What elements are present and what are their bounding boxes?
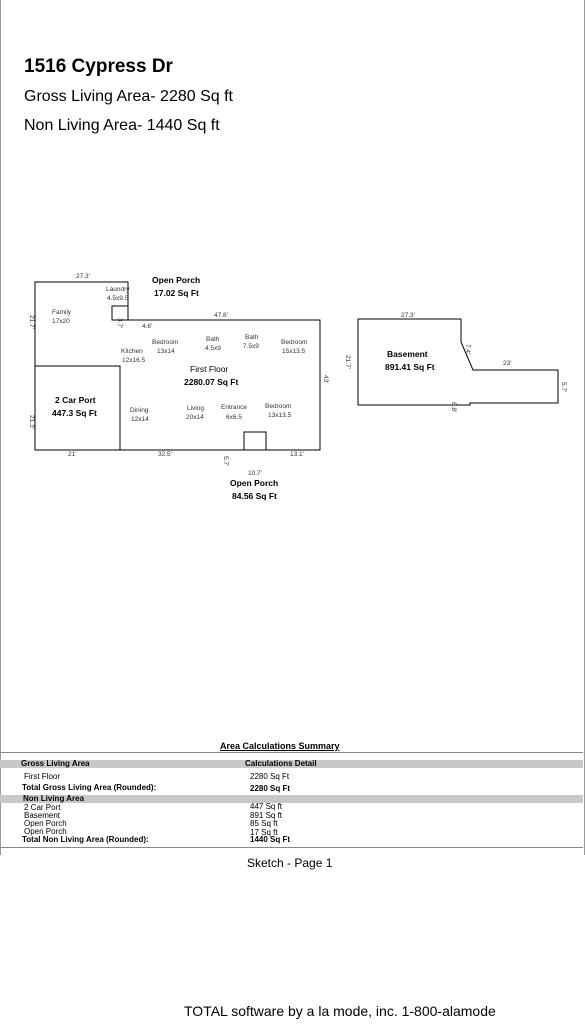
dim-bottom-carport: 21' [68, 451, 76, 458]
room-kitchen-size: 12x16.5 [122, 357, 146, 364]
dim-basement-right-top: 23' [503, 360, 511, 367]
first-floor-sum-value: 2280 Sq Ft [250, 772, 290, 781]
room-bath1-name: Bath [206, 336, 220, 343]
dim-basement-right: 5.7' [560, 382, 567, 392]
first-floor-label: First Floor [24, 772, 60, 781]
dim-basement-diag: 7.4' [464, 344, 471, 354]
car-port-value: 447.3 Sq Ft [52, 408, 97, 418]
room-bedroom3-size: 13x13.5 [268, 412, 292, 419]
room-family-size: 17x20 [52, 318, 70, 325]
non-living-area-heading: Non Living Area- 1440 Sq ft [24, 117, 220, 134]
room-bedroom3-name: Bedroom [265, 403, 291, 410]
room-entrance-name: Entrance [221, 404, 247, 411]
bottom-porch-outline [243, 431, 267, 451]
nla-row-label: Open Porch [24, 827, 67, 836]
dim-laundry-side: 3.7' [116, 318, 123, 328]
dim-basement-notch: 6.8' [450, 402, 457, 412]
open-porch-top-name: Open Porch [152, 275, 200, 285]
dim-basement-left: 21.7' [344, 355, 351, 369]
room-bath1-size: 4.5x9 [205, 345, 221, 352]
total-nla-value: 1440 Sq Ft [250, 835, 291, 844]
first-floor-name: First Floor [190, 364, 228, 374]
dim-bottom-right: 13.1' [290, 451, 304, 458]
floor-plan-sketch: 27.3' 3.7' 4.6' 47.8' 21.7' 21.3' 21' 32… [28, 273, 567, 501]
dim-bottom-mid: 32.5' [158, 451, 172, 458]
software-footer: TOTAL software by a la mode, inc. 1-800-… [184, 1003, 496, 1019]
calc-header: Calculations Detail [245, 759, 317, 768]
nla-row-value: 891 Sq ft [250, 811, 283, 820]
total-gla-label: Total Gross Living Area (Rounded): [22, 783, 157, 792]
basement-value: 891.41 Sq Ft [385, 362, 435, 372]
room-living-size: 20x14 [186, 414, 204, 421]
basement-outline [357, 318, 559, 406]
property-address: 1516 Cypress Dr [24, 56, 173, 77]
top-porch-outline [111, 305, 129, 321]
room-family-name: Family [52, 309, 72, 316]
room-laundry-size: 4.5x9.5 [107, 295, 129, 302]
nla-header-band [0, 795, 583, 803]
open-porch-top-value: 17.02 Sq Ft [154, 288, 199, 298]
open-porch-bottom-name: Open Porch [230, 478, 278, 488]
nla-row-value: 85 Sq ft [250, 819, 278, 828]
room-laundry-name: Laundry [106, 286, 130, 293]
total-gla-value: 2280 Sq Ft [250, 784, 291, 793]
basement-name: Basement [387, 349, 428, 359]
total-nla-label: Total Non Living Area (Rounded): [22, 835, 149, 844]
nla-row-value: 447 Sq ft [250, 802, 283, 811]
dim-left-lower: 21.3' [28, 415, 35, 429]
dim-porch-width: 10.7' [248, 470, 262, 477]
room-bath2-name: Bath [245, 334, 259, 341]
room-dining-size: 12x14 [131, 416, 149, 423]
car-port-name: 2 Car Port [55, 395, 96, 405]
car-port-outline [34, 365, 121, 451]
nla-row-label: Basement [24, 811, 61, 820]
page-label: Sketch - Page 1 [247, 856, 333, 870]
dim-porch-side: 5.7' [222, 456, 229, 466]
room-kitchen-name: Kitchen [121, 348, 143, 355]
first-floor-value: 2280.07 Sq Ft [184, 377, 239, 387]
room-dining-name: Dining [130, 407, 149, 414]
gla-header-band [0, 760, 583, 768]
room-bedroom1-size: 13x14 [157, 348, 175, 355]
dim-top-mid: 47.8' [214, 312, 228, 319]
room-bath2-size: 7.5x9 [243, 343, 259, 350]
dim-top-left: 27.3' [76, 273, 90, 280]
room-bedroom1-name: Bedroom [152, 339, 178, 346]
nla-row-value: 17 Sq ft [250, 828, 278, 837]
dim-basement-top: 27.3' [401, 312, 415, 319]
dim-left-upper: 21.7' [28, 315, 35, 329]
summary-title: Area Calculations Summary [220, 741, 340, 751]
room-entrance-size: 6x6.5 [226, 414, 242, 421]
gla-header: Gross Living Area [21, 759, 90, 768]
open-porch-bottom-value: 84.56 Sq Ft [232, 491, 277, 501]
room-living-name: Living [187, 405, 204, 412]
dim-notch: 4.6' [142, 323, 152, 330]
room-bedroom2-name: Bedroom [281, 339, 307, 346]
nla-row-label: 2 Car Port [24, 803, 61, 812]
gross-living-area-heading: Gross Living Area- 2280 Sq ft [24, 88, 233, 105]
room-bedroom2-size: 15x13.5 [282, 348, 306, 355]
nla-header: Non Living Area [23, 794, 85, 803]
nla-row-label: Open Porch [24, 819, 67, 828]
dim-right-side: 43' [322, 375, 329, 383]
